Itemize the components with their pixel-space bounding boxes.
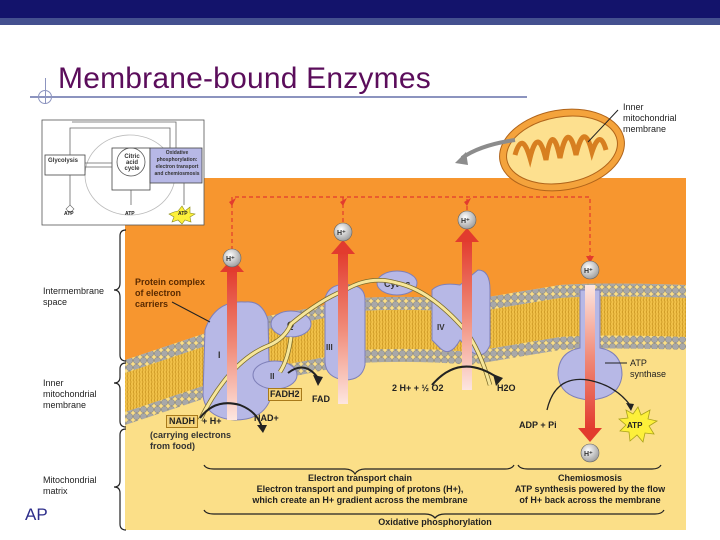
svg-text:IV: IV <box>437 323 445 332</box>
inset-atp-label-1: ATP <box>64 211 74 217</box>
nadh-note: (carrying electrons from food) <box>150 430 232 451</box>
svg-text:I: I <box>218 350 221 360</box>
etc-caption: Electron transport chain Electron transp… <box>252 473 468 505</box>
inset-glycolysis-label: Glycolysis <box>48 158 79 164</box>
svg-text:H⁺: H⁺ <box>337 230 346 237</box>
proton-icon <box>222 210 600 463</box>
atp-product-label: ATP <box>627 421 643 430</box>
fad-label: FAD <box>312 394 330 404</box>
nad-label: NAD+ <box>254 413 279 423</box>
title-underline <box>30 96 527 98</box>
inset-atp-label-3: ATP <box>178 211 188 217</box>
inset-citric-acid-label: Citric acid cycle <box>124 154 140 172</box>
svg-text:H⁺: H⁺ <box>461 218 470 225</box>
oxidative-phosphorylation-caption: Oxidative phosphorylation <box>378 517 492 527</box>
footer-label: AP <box>25 505 48 524</box>
svg-text:H⁺: H⁺ <box>584 268 593 275</box>
nadh-box: NADH <box>166 415 198 428</box>
intermembrane-space-label: Intermembrane space <box>43 286 105 307</box>
adp-pi-label: ADP + Pi <box>519 420 557 430</box>
nadh-plus-h: + H+ <box>202 416 222 426</box>
svg-text:H⁺: H⁺ <box>226 256 235 263</box>
slide-title: Membrane-bound Enzymes <box>58 62 431 95</box>
svg-text:III: III <box>326 343 333 352</box>
header-stripe <box>0 18 720 25</box>
fadh2-box: FADH2 <box>268 388 302 401</box>
chemiosmosis-caption: Chemiosmosis ATP synthesis powered by th… <box>514 473 666 505</box>
svg-text:H⁺: H⁺ <box>584 451 593 458</box>
water-reaction-right: H2O <box>497 383 516 393</box>
inset-oxphos-label: Oxidative phosphorylation: electron tran… <box>154 150 200 177</box>
inner-membrane-callout: Inner mitochondrial membrane <box>623 102 677 134</box>
inner-membrane-label: Inner mitochondrial membrane <box>43 378 97 410</box>
svg-text:Cyt: Cyt <box>384 279 399 289</box>
inset-atp-label-2: ATP <box>125 211 135 217</box>
protein-complex-label: Protein complex of electron carriers <box>135 277 206 309</box>
matrix-label: Mitochondrial matrix <box>43 475 97 496</box>
atp-synthase-label: ATP synthase <box>630 358 667 379</box>
svg-text:II: II <box>270 372 274 381</box>
water-reaction-left: 2 H+ + ½ O2 <box>392 383 444 393</box>
